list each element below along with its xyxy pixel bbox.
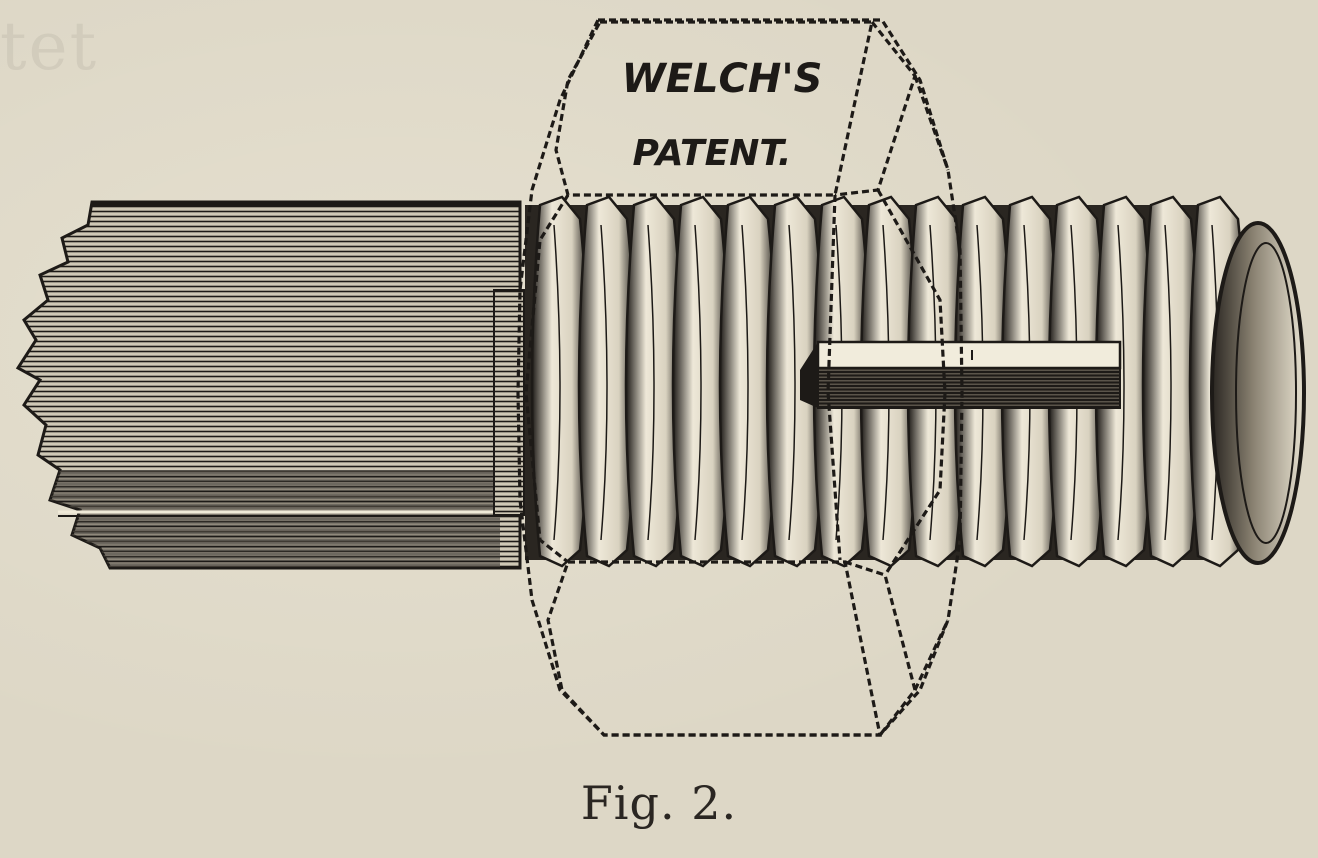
bolt-slot (800, 340, 1122, 409)
thread-ridge-shade (1117, 224, 1125, 541)
thread-ridge-shade (1164, 224, 1172, 541)
bolt-end-face (1210, 221, 1306, 565)
patent-label-text: PATENT. (633, 133, 792, 174)
thread-ridge-shade (694, 224, 702, 541)
thread-ridge-shade (647, 224, 655, 541)
thread-ridges (530, 195, 1249, 568)
thread-ridge-shade (741, 224, 749, 541)
thread-ridge-shade (553, 224, 561, 541)
bolt-shank (15, 200, 525, 570)
patent-name-text: WELCH'S (622, 56, 823, 102)
thread-ridge-shade (600, 224, 608, 541)
thread-ridge-shade (788, 224, 796, 541)
bolt-end-rim (1235, 242, 1297, 544)
nut-outline (516, 18, 964, 737)
bleed-through-text-1: tet (0, 8, 99, 85)
figure-caption: Fig. 2. (580, 776, 738, 830)
